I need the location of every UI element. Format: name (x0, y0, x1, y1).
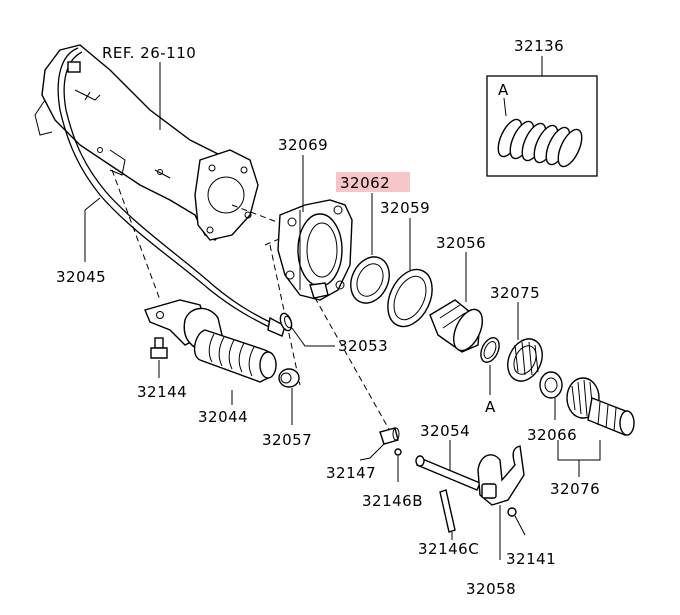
label-32058: 32058 (466, 580, 516, 598)
label-32146b: 32146B (362, 492, 423, 510)
label-a: A (485, 398, 496, 416)
label-32146c: 32146C (418, 540, 479, 558)
pin-32141 (507, 507, 526, 536)
label-32054: 32054 (420, 422, 470, 440)
snap-ring-a (480, 337, 500, 395)
label-inset-a: A (498, 81, 509, 99)
o-ring-32053 (279, 312, 335, 347)
label-32141: 32141 (506, 550, 556, 568)
label-32147: 32147 (326, 464, 376, 482)
label-32044: 32044 (198, 408, 248, 426)
snap-ring-32059 (387, 218, 433, 328)
bolt-32144 (150, 337, 168, 378)
bearing-32075 (507, 302, 543, 382)
label-ref: REF. 26-110 (102, 44, 196, 62)
bushing-32057 (278, 368, 300, 425)
inset-32136 (486, 56, 598, 177)
part-labels: REF. 26-110 32136 A 32069 32062 32059 32… (56, 37, 600, 598)
label-32056: 32056 (436, 234, 486, 252)
actuator-32044 (144, 299, 277, 405)
wire-harness-32045 (57, 47, 286, 337)
label-32076: 32076 (550, 480, 600, 498)
transfer-housing (34, 44, 259, 241)
label-32057: 32057 (262, 431, 312, 449)
label-32144: 32144 (137, 383, 187, 401)
label-32136: 32136 (514, 37, 564, 55)
snap-ring-set (497, 118, 583, 168)
small-parts-32147 (359, 427, 402, 482)
label-32066: 32066 (527, 426, 577, 444)
output-shaft-32076 (557, 377, 635, 477)
sleeve-32056 (429, 252, 484, 353)
spacer-32066 (539, 371, 563, 420)
label-32062[interactable]: 32062 (340, 174, 390, 192)
oil-seal-32062 (350, 193, 390, 304)
label-32059: 32059 (380, 199, 430, 217)
label-32053: 32053 (338, 337, 388, 355)
pin-32146c (439, 489, 456, 540)
label-32069: 32069 (278, 136, 328, 154)
highlight-32062 (336, 172, 410, 192)
shift-fork-32058 (477, 445, 525, 560)
shift-rod-32054 (415, 440, 481, 491)
label-32075: 32075 (490, 284, 540, 302)
adapter-32069 (277, 155, 353, 301)
label-32045: 32045 (56, 268, 106, 286)
